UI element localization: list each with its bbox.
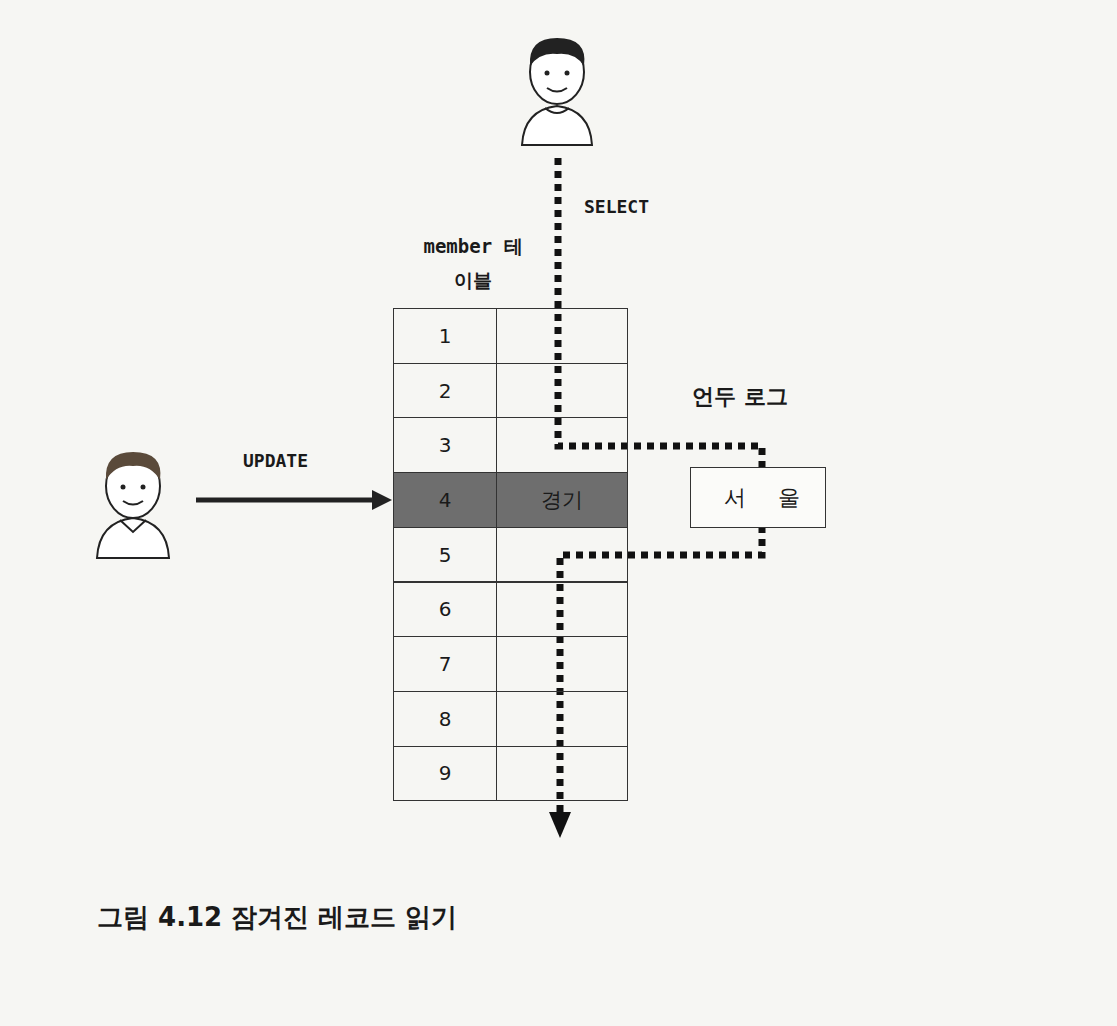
table-cell: 9	[393, 746, 497, 802]
update-arrow	[196, 490, 392, 510]
table-cell: 5	[393, 527, 497, 583]
person-icon	[522, 38, 592, 145]
table-cell	[496, 417, 628, 473]
table-cell: 8	[393, 691, 497, 747]
table-cell: 2	[393, 363, 497, 419]
table-cell-text: 4	[439, 488, 452, 512]
table-cell	[496, 582, 628, 638]
table-cell-text: 2	[439, 379, 452, 403]
undo-log-title: 언두 로그	[692, 382, 788, 412]
arrow-label: SELECT	[584, 196, 649, 217]
arrow-label: UPDATE	[243, 450, 308, 471]
person-icon	[97, 452, 169, 558]
table-cell: 3	[393, 417, 497, 473]
table-cell: 6	[393, 582, 497, 638]
table-cell-text: 3	[439, 433, 452, 457]
table-cell: 4	[393, 472, 497, 528]
table-cell	[496, 746, 628, 802]
table-cell-text: 6	[439, 597, 452, 621]
table-cell	[496, 363, 628, 419]
table-cell	[496, 636, 628, 692]
table: member 테이블 1 2 3 4 경기 5 6 7 8 9	[393, 225, 628, 800]
undo-log-value: 서 울	[724, 483, 801, 513]
table-cell-text: 5	[439, 543, 452, 567]
undo-log-box: 서 울	[690, 467, 826, 528]
table-title: member 테이블	[421, 229, 525, 297]
table-cell-text: 1	[439, 324, 452, 348]
table-cell	[496, 691, 628, 747]
table-cell: 1	[393, 308, 497, 364]
table-cell	[496, 308, 628, 364]
table-cell-text: 9	[439, 761, 452, 785]
table-cell: 7	[393, 636, 497, 692]
table-cell-text: 8	[439, 707, 452, 731]
table-cell: 경기	[496, 472, 628, 528]
table-cell-text: 7	[439, 652, 452, 676]
table-cell-text: 경기	[541, 486, 583, 514]
caption: 그림 4.12 잠겨진 레코드 읽기	[97, 900, 457, 935]
table-cell	[496, 527, 628, 583]
